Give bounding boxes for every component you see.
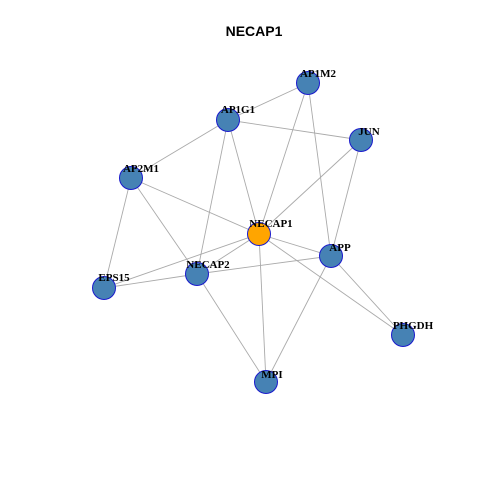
edge-necap2-mpi <box>196 273 267 383</box>
edge-ap1m2-necap1 <box>258 82 309 235</box>
edges-layer <box>103 82 404 383</box>
node-label-necap2: NECAP2 <box>186 259 230 271</box>
node-mpi <box>254 370 278 394</box>
edge-ap2m1-eps15 <box>103 177 132 289</box>
node-label-app: APP <box>329 242 351 254</box>
node-label-eps15: EPS15 <box>98 272 130 284</box>
edge-app-necap2 <box>196 255 332 275</box>
edge-necap1-phgdh <box>258 233 404 336</box>
edge-ap2m1-necap1 <box>130 177 260 235</box>
node-label-ap1g1: AP1G1 <box>221 104 255 116</box>
graph-title: NECAP1 <box>226 23 283 39</box>
node-label-necap1: NECAP1 <box>249 218 292 230</box>
edge-ap2m1-necap2 <box>130 177 198 275</box>
node-label-ap2m1: AP2M1 <box>123 163 159 175</box>
edge-necap1-eps15 <box>103 233 260 289</box>
node-necap1 <box>247 222 271 246</box>
edge-necap1-necap2 <box>196 233 260 275</box>
edge-jun-app <box>330 139 362 257</box>
node-ap1m2 <box>296 71 320 95</box>
edge-ap1g1-necap1 <box>227 119 260 235</box>
edge-app-phgdh <box>330 255 404 336</box>
edge-ap1m2-ap1g1 <box>227 82 309 121</box>
node-eps15 <box>92 276 116 300</box>
edge-necap1-app <box>258 233 332 257</box>
edge-ap1m2-app <box>307 82 332 257</box>
edge-ap1g1-ap2m1 <box>130 119 229 179</box>
node-jun <box>349 128 373 152</box>
node-phgdh <box>391 323 415 347</box>
node-label-phgdh: PHGDH <box>393 320 434 332</box>
edge-ap1g1-necap2 <box>196 119 229 275</box>
edge-ap1g1-jun <box>227 119 362 141</box>
node-label-jun: JUN <box>358 126 379 138</box>
node-label-ap1m2: AP1M2 <box>300 68 337 80</box>
edge-necap2-eps15 <box>103 273 198 289</box>
node-app <box>319 244 343 268</box>
node-ap2m1 <box>119 166 143 190</box>
edge-necap1-mpi <box>258 233 267 383</box>
edge-app-mpi <box>265 255 332 383</box>
nodes-layer <box>92 71 415 394</box>
edge-jun-necap1 <box>258 139 362 235</box>
node-label-mpi: MPI <box>261 369 282 381</box>
node-ap1g1 <box>216 108 240 132</box>
node-necap2 <box>185 262 209 286</box>
